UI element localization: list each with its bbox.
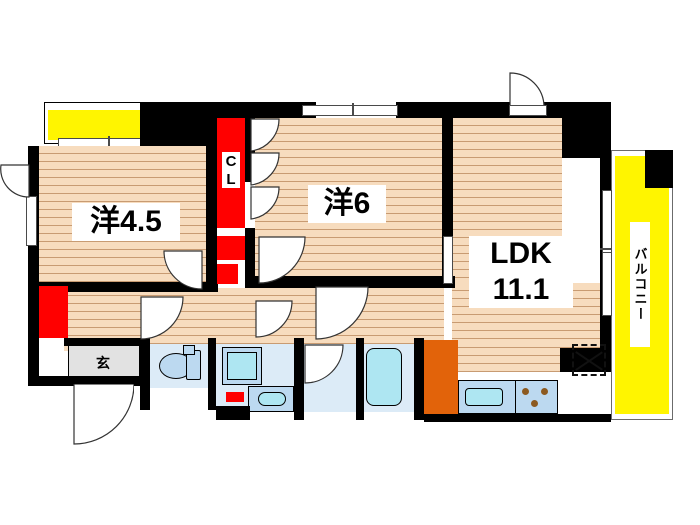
washing-machine-pan-inner — [227, 352, 257, 380]
room-label-ldk: LDK — [469, 236, 573, 272]
window-mullion-balcony-right — [600, 248, 612, 250]
closet-label-c: C — [222, 152, 240, 170]
window-sash-balcony-right-upper — [602, 190, 612, 254]
door-corridor-to-ldk — [315, 286, 369, 340]
stove-burner-1 — [522, 388, 529, 395]
balcony-right-label: バルコニー — [630, 222, 650, 347]
wall-genkan-bottom — [28, 376, 143, 386]
door-bathroom — [304, 344, 344, 384]
wall-corridor-top-right — [255, 276, 455, 288]
wall-closet-right-lower — [245, 228, 255, 288]
window-sash-ldk-interior — [443, 236, 453, 284]
window-mullion-washitsu6 — [352, 103, 354, 116]
wall-genkan-left — [28, 286, 39, 382]
wall-corridor-top — [38, 282, 218, 292]
wall-closet-right — [245, 118, 255, 182]
window-sash-washitsu6 — [302, 105, 398, 116]
kitchen-sink — [465, 388, 503, 406]
wall-top-segment-c — [396, 102, 611, 118]
stove-burner-2 — [541, 388, 548, 395]
wall-washroom-bottom — [216, 406, 250, 420]
pipe-shaft-icon — [572, 344, 606, 376]
door-corridor-secondary — [140, 296, 184, 340]
wall-kitchen-bottom — [424, 414, 611, 422]
wall-toilet-left — [140, 338, 150, 410]
door-washitsu45-left — [0, 164, 30, 198]
wall-between-washitsu6-ldk — [442, 118, 453, 283]
shoe-closet — [38, 286, 68, 338]
door-ldk-top — [509, 72, 545, 108]
window-sash-ldk-top-door — [509, 105, 547, 116]
closet-label-l: L — [222, 170, 240, 188]
room-label-washitsu-6: 洋6 — [308, 185, 386, 223]
room-label-washitsu-45: 洋4.5 — [72, 203, 180, 241]
door-entrance — [72, 384, 134, 446]
bathtub — [366, 348, 402, 406]
genkan-label: 玄 — [96, 355, 110, 371]
door-closet-fold-3 — [250, 186, 280, 220]
wall-bath-right — [414, 338, 424, 420]
wall-top-segment-b — [186, 102, 316, 118]
window-sash-balcony-right-lower — [602, 252, 612, 316]
wall-toilet-right — [208, 338, 216, 410]
balcony-right-notch — [645, 150, 673, 188]
storage-closet-orange — [424, 340, 458, 416]
window-sash-washitsu45-left — [26, 196, 37, 246]
water-heater-marker — [226, 392, 244, 402]
closet-lower-block-b — [217, 264, 238, 284]
gas-stove-3-burner — [515, 380, 558, 414]
wall-bath-mid — [356, 338, 364, 420]
toilet-lid — [183, 345, 195, 355]
door-closet-fold-1 — [250, 118, 280, 152]
room-label-ldk-area: 11.1 — [469, 272, 573, 308]
wall-genkan-top — [64, 338, 144, 346]
door-washitsu45-corridor — [163, 250, 203, 290]
stove-burner-3 — [531, 400, 538, 407]
window-mullion-balcony-left — [108, 136, 110, 148]
door-washroom — [255, 300, 293, 338]
wall-bath-left — [294, 338, 304, 420]
wall-closet-left — [206, 118, 217, 288]
door-washitsu6-corridor — [258, 236, 306, 284]
door-closet-fold-2 — [250, 152, 280, 186]
washbasin-bowl — [258, 392, 286, 406]
closet-lower-block-a — [217, 236, 245, 260]
